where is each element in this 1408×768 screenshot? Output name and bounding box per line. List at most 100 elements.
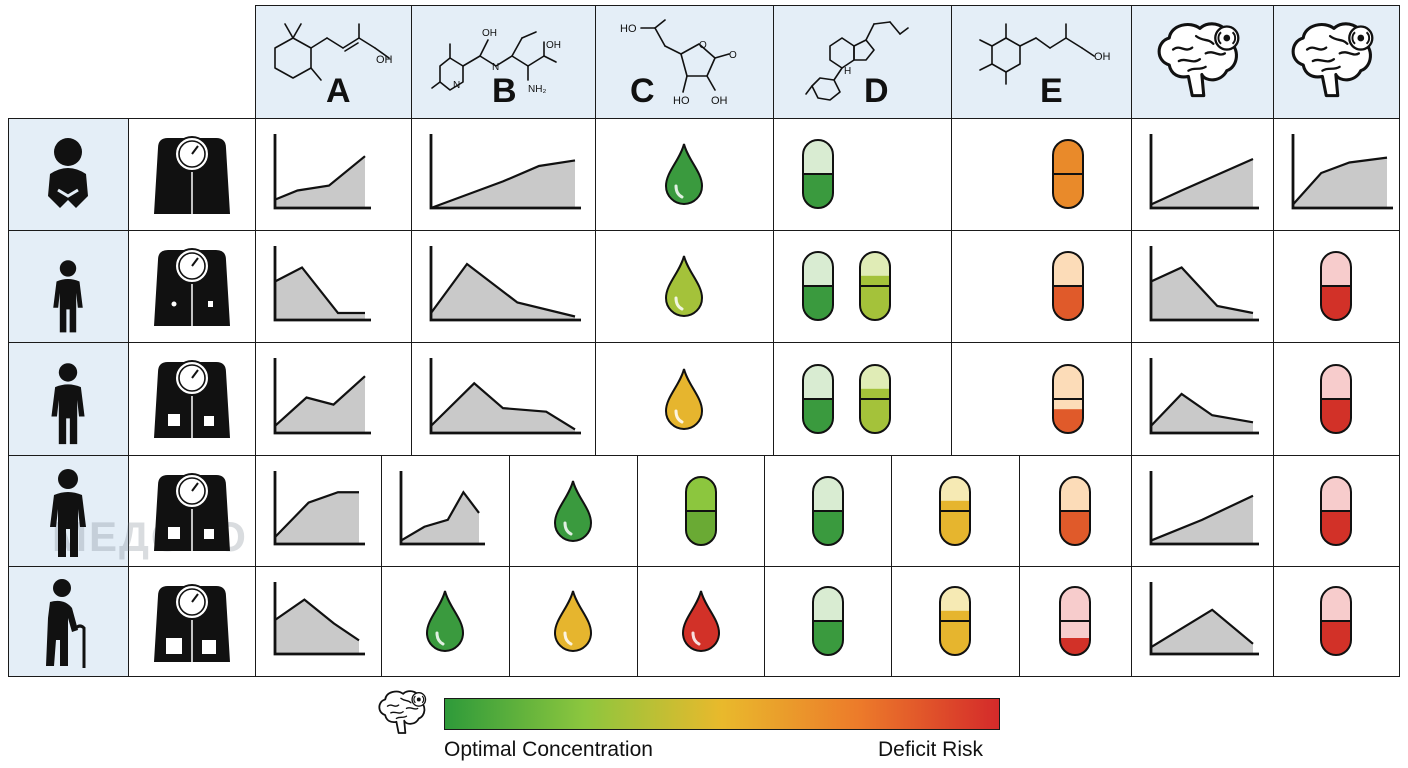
capsule-icon (1320, 251, 1352, 321)
child-icon (53, 260, 83, 333)
header-cell-A (255, 5, 412, 119)
drop-shape (553, 480, 593, 542)
atom-label: N (492, 62, 499, 73)
chart-area (431, 383, 575, 433)
atom-label: OH (711, 95, 728, 107)
drop-highlight (691, 631, 700, 646)
chart-line (1150, 157, 1254, 206)
chart-line (274, 266, 365, 315)
chart-axes (273, 471, 365, 546)
drop-shape (425, 590, 465, 652)
capsule-icon (802, 251, 834, 321)
capsule-icon (811, 586, 844, 656)
drop-icon (664, 255, 704, 317)
atom-label: OH (1094, 51, 1111, 63)
area-chart (273, 471, 365, 546)
chart-axes (429, 358, 581, 435)
area-chart (273, 134, 371, 210)
chart-area (431, 160, 575, 208)
header-cell-D (773, 5, 952, 119)
chart-area (275, 376, 365, 433)
drop-shape (664, 368, 704, 430)
chart-line (274, 491, 359, 538)
teen-icon (51, 363, 85, 445)
brain-icon (1291, 22, 1374, 98)
scale-icon (154, 584, 230, 662)
atom-label: O (699, 40, 707, 51)
area-chart (1291, 134, 1393, 210)
vitamin-label-a: A (326, 72, 351, 110)
data-cell (595, 342, 774, 456)
area-chart (1149, 582, 1259, 656)
data-cell (951, 118, 1132, 231)
adult-icon (50, 469, 86, 557)
age-cell-5 (8, 566, 129, 677)
data-cell (411, 342, 596, 456)
header-cell-C (595, 5, 774, 119)
vitamin-d-structure: H (805, 21, 909, 101)
vitamin-label-e: E (1040, 72, 1063, 110)
chart-area (275, 156, 365, 208)
atom-label: OH (376, 54, 393, 66)
area-chart (429, 246, 581, 322)
area-chart (1149, 246, 1259, 322)
capsule-icon (1320, 475, 1352, 546)
area-chart (429, 134, 581, 210)
chart-line (1150, 608, 1254, 649)
legend-gradient-bar (444, 698, 1000, 730)
atom-label: HO (673, 95, 690, 107)
data-cell (255, 118, 412, 231)
capsule-icon (859, 363, 891, 434)
data-cell (637, 455, 765, 567)
area-chart (1149, 358, 1259, 435)
chart-axes (1291, 134, 1393, 210)
scale-icon (154, 473, 230, 551)
area-chart (399, 471, 485, 546)
atom-label: OH (546, 40, 561, 51)
data-cell (255, 230, 412, 343)
retinol-structure: OH (274, 23, 393, 81)
chart-axes (399, 471, 485, 546)
drop-highlight (563, 631, 573, 646)
drop-shape (664, 143, 704, 205)
data-cell (773, 118, 952, 231)
legend-left-label: Optimal Concentration (444, 738, 653, 761)
vitamin-label-d: D (864, 72, 889, 110)
capsule-icon (859, 251, 891, 321)
chart-line (400, 490, 480, 542)
drop-icon (664, 143, 704, 205)
capsule-icon (1320, 363, 1352, 434)
legend-right-label: Deficit Risk (878, 738, 984, 761)
chart-axes (1149, 246, 1259, 322)
capsule-icon (939, 475, 971, 546)
chart-area (401, 492, 479, 544)
chart-axes (273, 246, 371, 322)
chart-area (275, 267, 365, 320)
chart-line (274, 598, 360, 642)
atom-label: OH (482, 28, 497, 39)
atom-label: N (453, 80, 460, 91)
chart-line (1292, 156, 1388, 206)
area-chart (429, 358, 581, 435)
capsule-icon (811, 475, 844, 546)
capsule-icon (1059, 586, 1091, 656)
capsule-icon (1052, 363, 1084, 434)
capsule-icon (1052, 139, 1084, 209)
drop-icon (553, 590, 593, 652)
chart-axes (1149, 471, 1259, 546)
atom-label: HO (620, 23, 637, 35)
atom-label: O (729, 50, 737, 61)
capsule-icon (802, 363, 834, 434)
chart-axes (429, 134, 581, 210)
drop-highlight (674, 296, 684, 311)
chart-axes (273, 134, 371, 210)
chart-area (1151, 267, 1253, 320)
data-cell (764, 455, 892, 567)
area-chart (1149, 134, 1259, 210)
capsule-icon (1052, 251, 1084, 321)
chart-axes (1149, 582, 1259, 656)
chart-area (1151, 393, 1253, 433)
chart-area (1293, 157, 1387, 208)
capsule-icon (939, 586, 971, 656)
drop-highlight (674, 409, 684, 423)
